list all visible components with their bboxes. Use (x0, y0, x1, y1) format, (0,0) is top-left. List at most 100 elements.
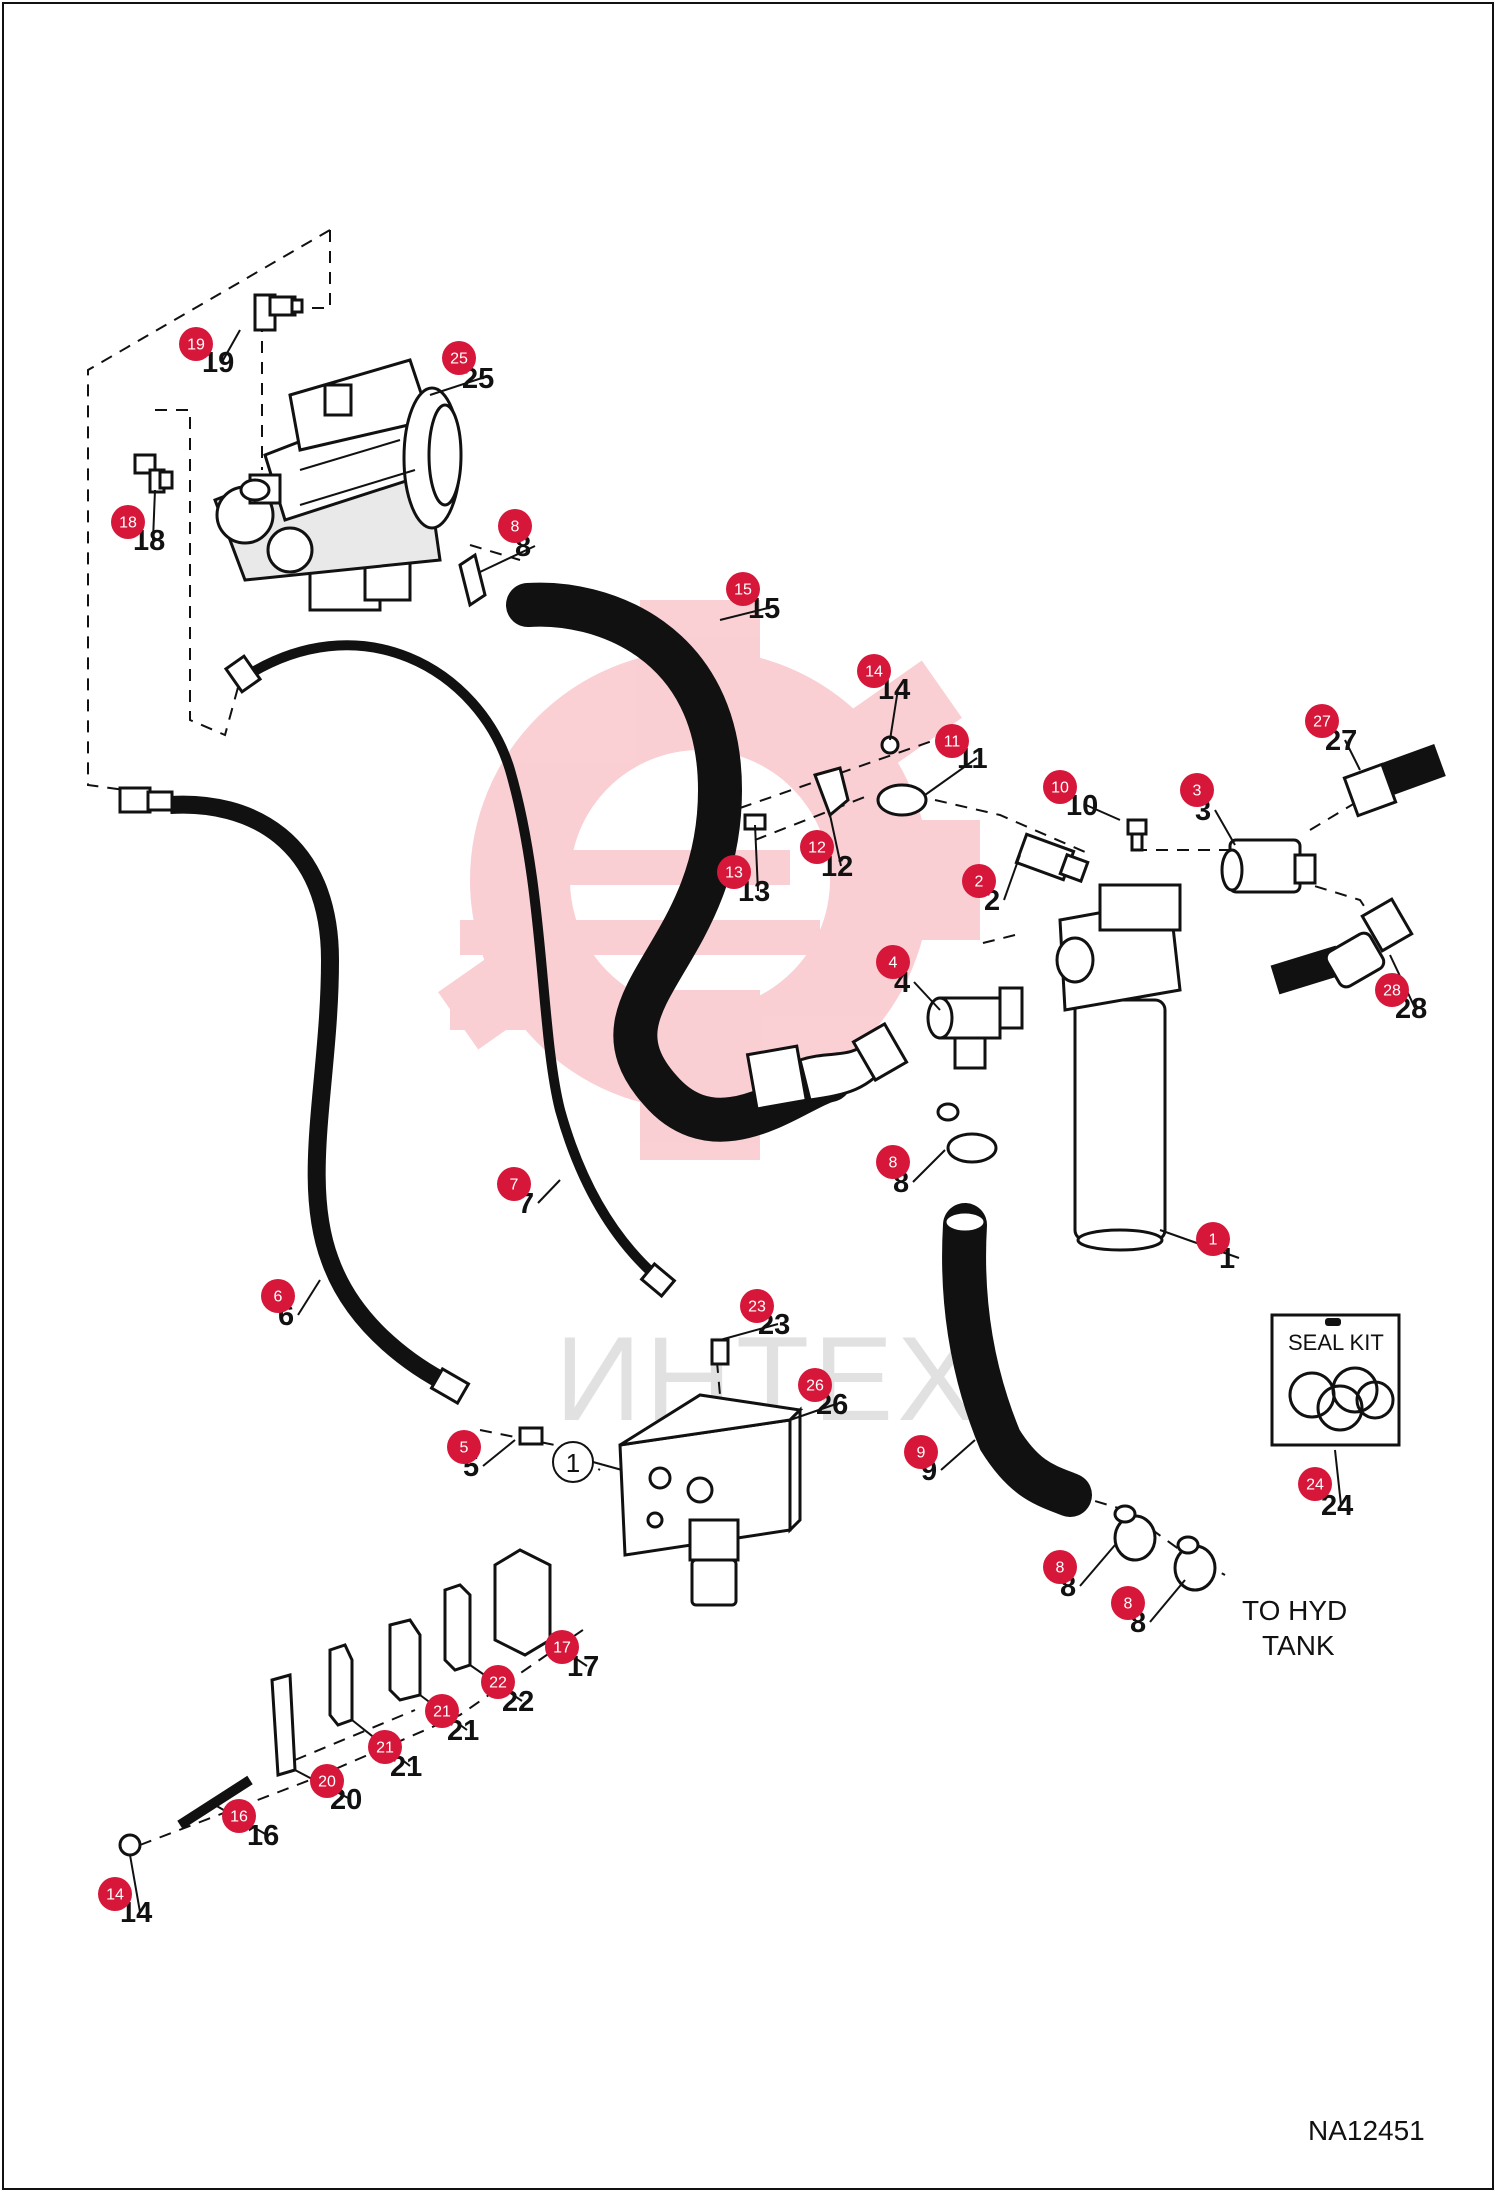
red-balloon-icon (876, 945, 910, 979)
red-balloon-icon (876, 1145, 910, 1179)
balloon-number: 7 (510, 1177, 519, 1194)
red-balloon-icon (740, 1289, 774, 1323)
red-balloon-icon (179, 327, 213, 361)
hose-15-end-fitting (745, 1021, 909, 1111)
leader-line (129, 1854, 141, 1913)
plug-10 (1126, 818, 1148, 852)
hose-clamp-8-top (458, 552, 487, 608)
hydraulic-filter-1 (1055, 883, 1182, 1252)
red-balloon-icon (1305, 704, 1339, 738)
callout-c5: 55 (447, 1430, 516, 1483)
balloon-number: 11 (944, 734, 961, 751)
hydraulic-pump (213, 358, 463, 612)
callout-c3: 33 (1180, 773, 1236, 846)
leader-line (537, 1179, 561, 1204)
leader-line (829, 814, 842, 867)
drawing-code: NA12451 (1308, 2115, 1425, 2146)
balloon-number: 6 (274, 1289, 283, 1306)
red-balloon-icon (717, 855, 751, 889)
callout-c8c: 88 (1043, 1544, 1116, 1603)
balloon-number: 21 (376, 1740, 394, 1757)
red-balloon-icon (798, 1368, 832, 1402)
note-hyd-tank-line2: TANK (1262, 1630, 1335, 1661)
leader-line (754, 824, 759, 892)
hose-15 (506, 582, 852, 1142)
red-balloon-icon (904, 1435, 938, 1469)
hose-9 (942, 1203, 1092, 1517)
balloon-number: 1 (1209, 1232, 1218, 1249)
red-balloon-icon (222, 1799, 256, 1833)
elbow-fitting-19 (253, 293, 304, 332)
balloon-number: 4 (889, 955, 898, 972)
balloon-number: 14 (865, 664, 883, 681)
hose-clamp-8-low1 (1113, 1504, 1157, 1562)
callout-c8a: 88 (479, 509, 536, 573)
balloon-number: 17 (553, 1640, 571, 1657)
leader-line (719, 1323, 779, 1341)
balloon-number: 22 (489, 1675, 507, 1692)
hose-28 (1270, 897, 1414, 995)
clamp-11 (876, 783, 928, 817)
red-balloon-icon (261, 1279, 295, 1313)
leader-line (889, 688, 899, 741)
balloon-number: 28 (1383, 983, 1401, 1000)
leader-line (152, 489, 156, 541)
red-balloon-icon (368, 1730, 402, 1764)
balloon-number: 18 (119, 515, 137, 532)
leader-line (1149, 1579, 1186, 1623)
balloon-number: 24 (1306, 1477, 1324, 1494)
red-balloon-icon (1043, 1550, 1077, 1584)
callout-c7: 77 (497, 1167, 561, 1220)
balloon-number: 8 (889, 1155, 898, 1172)
hose-6-fitting-bottom (429, 1366, 471, 1406)
red-balloon-icon (545, 1630, 579, 1664)
red-balloon-icon (498, 509, 532, 543)
pressure-switch-2 (1014, 832, 1090, 884)
balloon-number: 21 (433, 1704, 451, 1721)
balloon-number: 25 (450, 351, 468, 368)
leader-line (1085, 804, 1121, 821)
red-balloon-icon (111, 505, 145, 539)
seal-kit-label: SEAL KIT (1288, 1330, 1384, 1355)
balloon-number: 15 (734, 582, 752, 599)
leader-line (789, 1403, 837, 1421)
balloon-number: 13 (725, 865, 743, 882)
leader-line (1003, 854, 1021, 901)
hose-6-collar-top (146, 790, 174, 812)
balloon-number: 2 (975, 874, 984, 891)
bracket-12 (813, 766, 850, 818)
hose-7 (237, 640, 664, 1284)
leader-line (719, 607, 769, 621)
hose-7-fitting-top (223, 654, 263, 694)
leader-line (1214, 809, 1236, 846)
elbow-fitting-18 (133, 453, 174, 494)
hose-clamp-8-low2 (1173, 1535, 1217, 1592)
red-balloon-icon (726, 572, 760, 606)
fitting-23 (710, 1338, 730, 1366)
callout-c2: 22 (962, 854, 1021, 917)
red-balloon-icon (425, 1694, 459, 1728)
hose-7-fitting-bottom (639, 1261, 677, 1299)
leader-line (912, 1149, 946, 1183)
leader-line (1334, 1449, 1342, 1506)
svg-text:1: 1 (566, 1448, 580, 1478)
red-balloon-icon (1375, 973, 1409, 1007)
callout-circle-1: 1 (552, 1441, 623, 1483)
balloon-number: 14 (106, 1887, 124, 1904)
